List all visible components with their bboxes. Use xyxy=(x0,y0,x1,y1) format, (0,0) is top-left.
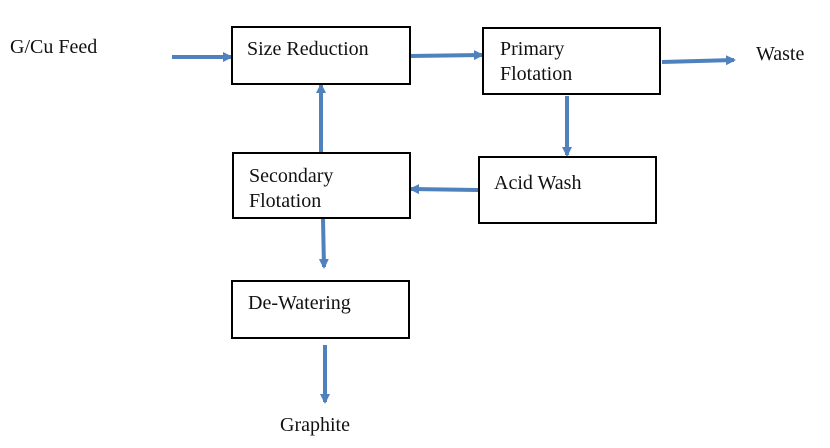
node-secondary-flotation: Secondary Flotation xyxy=(232,152,411,219)
node-acid-wash: Acid Wash xyxy=(478,156,657,224)
node-primary-flotation-label: Primary Flotation xyxy=(500,38,573,85)
arrow-acid-wash-to-secondary-flotation xyxy=(409,184,479,195)
node-size-reduction: Size Reduction xyxy=(231,26,411,85)
node-de-watering-label: De-Watering xyxy=(248,292,351,314)
node-primary-flotation: Primary Flotation xyxy=(482,27,661,95)
input-feed-label: G/Cu Feed xyxy=(10,36,98,58)
output-graphite-label: Graphite xyxy=(280,414,350,436)
output-waste-label: Waste xyxy=(756,43,805,65)
node-secondary-flotation-label: Secondary Flotation xyxy=(249,165,334,212)
node-acid-wash-label: Acid Wash xyxy=(494,172,582,194)
arrow-primary-flotation-to-waste xyxy=(661,55,736,66)
arrow-size-reduction-to-primary-flotation xyxy=(409,50,484,61)
node-de-watering: De-Watering xyxy=(231,280,410,339)
arrow-secondary-flotation-to-de-watering xyxy=(318,218,329,269)
node-size-reduction-label: Size Reduction xyxy=(247,38,369,60)
